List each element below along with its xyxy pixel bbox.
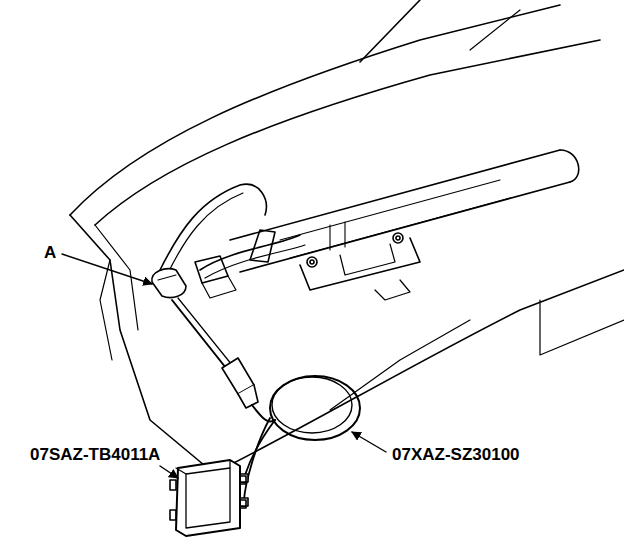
tool-number: 07XAZ-SZ30100 [392,446,520,463]
tool-number: 07SAZ-TB4011A [30,446,160,463]
callout-letter: A [44,244,56,261]
